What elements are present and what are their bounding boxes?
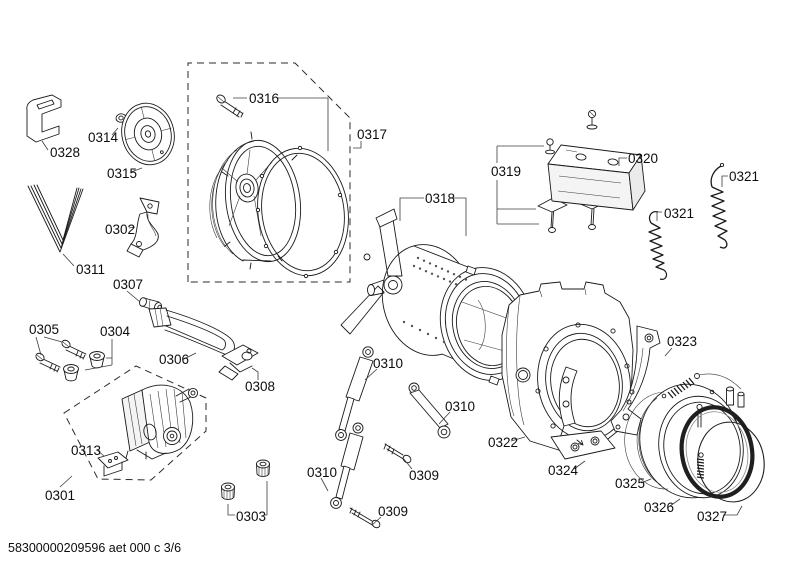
tub-bracket-illustration: [550, 366, 616, 460]
clip-bracket-illustration: [97, 451, 129, 477]
part-label-0310-a: 0310: [373, 356, 403, 371]
part-label-0306: 0306: [159, 352, 189, 367]
part-label-0328: 0328: [50, 145, 80, 160]
part-label-0317: 0317: [357, 127, 387, 142]
part-label-0305: 0305: [29, 322, 59, 337]
part-label-0323: 0323: [667, 334, 697, 349]
part-label-0327: 0327: [697, 509, 727, 524]
part-label-0303: 0303: [236, 509, 266, 524]
part-label-0320: 0320: [628, 151, 658, 166]
door-spring-illustration: [667, 373, 742, 399]
suspension-spring-left-illustration: [648, 210, 668, 280]
shock-absorber-lower-illustration: [330, 422, 364, 509]
tub-rear-illustration: [209, 131, 302, 270]
callout-labels: 0328 0314 0315 0302 0311 0307 0305 0304 …: [29, 91, 759, 524]
part-label-0301: 0301: [45, 488, 75, 503]
mounting-bracket-illustration: [26, 94, 62, 143]
shock-absorber-upper-illustration: [335, 346, 374, 441]
part-label-0308: 0308: [245, 379, 275, 394]
drive-pulley-illustration: [121, 102, 175, 166]
drum-spider-illustration: [340, 208, 403, 335]
part-label-0310-b: 0310: [445, 399, 475, 414]
support-bracket-illustration: [126, 197, 160, 258]
part-label-0313: 0313: [71, 443, 101, 458]
part-label-0314: 0314: [88, 130, 119, 145]
group-box-0301: [63, 365, 207, 481]
thermostat-illustration: [218, 344, 259, 381]
part-label-0321-a: 0321: [664, 206, 694, 221]
motor-illustration: [121, 384, 199, 460]
counterweight-illustration: [547, 144, 646, 211]
v-belt-illustration: [27, 184, 84, 253]
tub-screw-illustration: [216, 94, 244, 118]
part-label-0307: 0307: [113, 277, 143, 292]
tub-front-illustration: [501, 281, 634, 453]
cone-nut-pair-illustration: [63, 351, 105, 382]
part-label-0322: 0322: [488, 435, 518, 450]
part-label-0311: 0311: [76, 262, 105, 277]
part-label-0324: 0324: [548, 463, 579, 478]
part-label-0310-c: 0310: [307, 465, 337, 480]
trim-ring-illustration: [697, 421, 765, 503]
part-label-0316: 0316: [249, 91, 279, 106]
part-label-0309-b: 0309: [378, 504, 408, 519]
absorber-bolt-upper-illustration: [383, 443, 412, 464]
group-box-0317: [187, 62, 351, 283]
part-label-0319: 0319: [491, 164, 521, 179]
part-label-0321-b: 0321: [729, 169, 759, 184]
clamp-ring-illustration: [679, 405, 755, 499]
part-label-0326: 0326: [644, 500, 674, 515]
heating-element-illustration: [148, 307, 235, 357]
document-code: 58300000209596 aet 000 c 3/6: [8, 541, 182, 555]
part-label-0302: 0302: [105, 222, 135, 237]
screw-pair-illustration: [35, 339, 87, 373]
part-label-0304: 0304: [100, 324, 131, 339]
tub-seal-ring-illustration: [255, 145, 349, 279]
part-label-0325: 0325: [615, 476, 645, 491]
part-label-0315: 0315: [107, 166, 137, 181]
absorber-bolt-lower-illustration: [349, 507, 381, 529]
suspension-rod-illustration: [408, 382, 451, 439]
part-label-0309-a: 0309: [409, 468, 439, 483]
callout-leader-lines: [35, 97, 743, 526]
suspension-spring-right-illustration: [710, 162, 728, 249]
part-label-0318: 0318: [425, 191, 455, 206]
bolt-pair-illustration: [221, 459, 270, 500]
